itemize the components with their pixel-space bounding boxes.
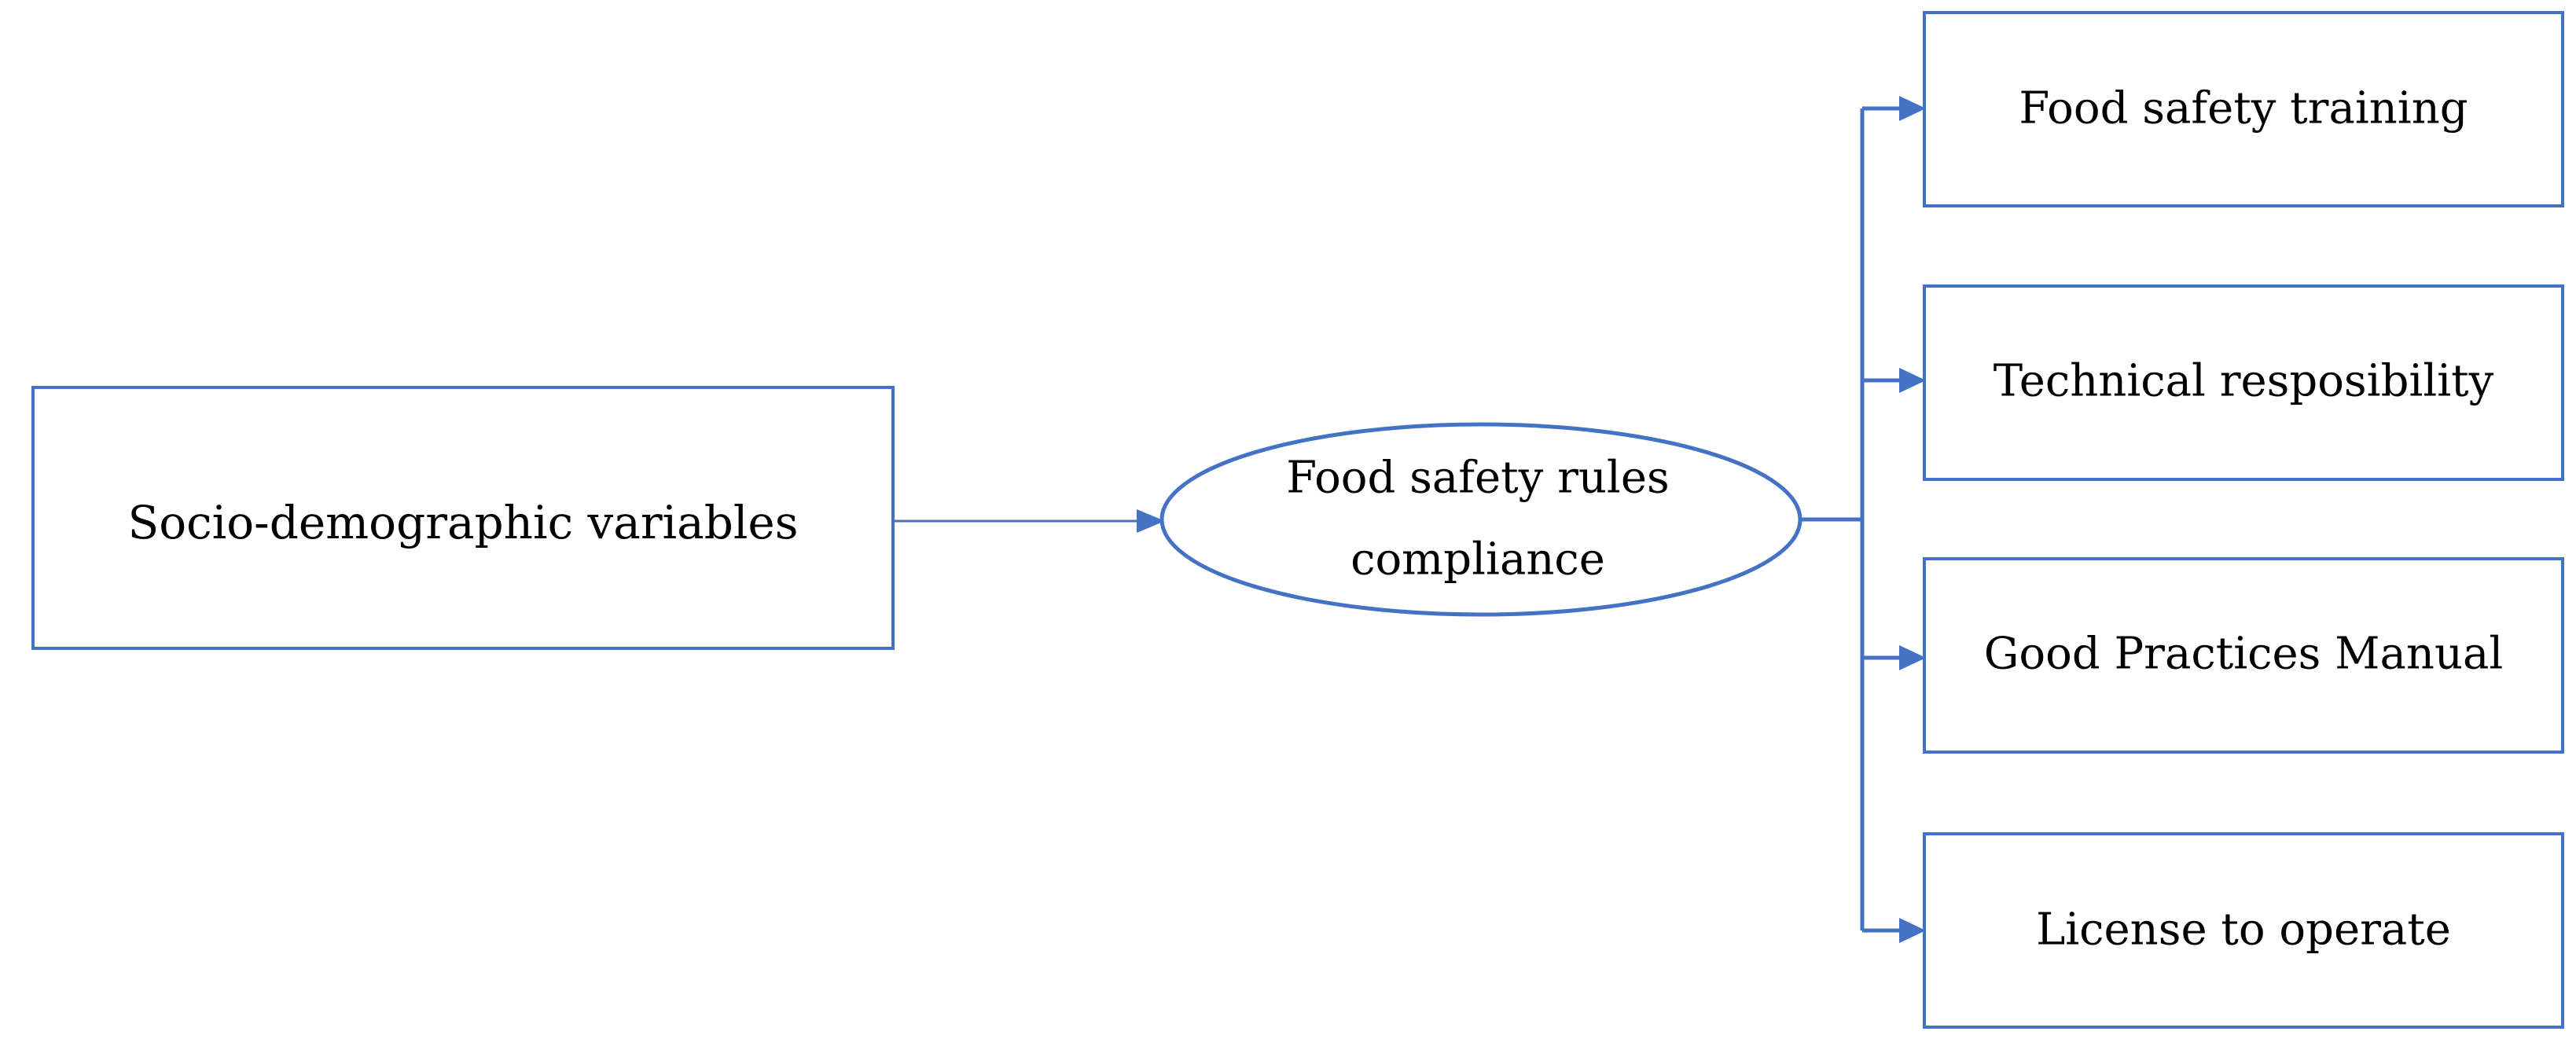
outcome-box-border (1923, 284, 2564, 481)
outcome-box-1: Food safety training (1923, 11, 2564, 207)
outcome-label: Food safety training (2019, 83, 2468, 134)
source-box-border (31, 386, 895, 650)
outcome-label: Good Practices Manual (1984, 629, 2504, 680)
center-node: Food safety rules compliance (1159, 422, 1802, 617)
branch-arrowhead-3 (1899, 645, 1926, 670)
outcome-box-border (1923, 832, 2564, 1029)
center-label-line1: Food safety rules (1286, 453, 1669, 504)
outcome-box-border (1923, 557, 2564, 754)
source-box: Socio-demographic variables (31, 386, 895, 650)
outcome-box-2: Technical resposibility (1923, 284, 2564, 481)
arrowhead-source-to-center (1137, 509, 1165, 533)
source-label: Socio-demographic variables (128, 496, 799, 549)
outcome-label: License to operate (2036, 905, 2451, 956)
outcome-box-3: Good Practices Manual (1923, 557, 2564, 754)
branch-arrowhead-2 (1899, 368, 1926, 393)
branch-arrowhead-4 (1899, 918, 1926, 943)
outcome-box-border (1923, 11, 2564, 207)
outcome-label: Technical resposibility (1994, 356, 2494, 407)
branch-arrowhead-1 (1899, 96, 1926, 121)
center-label-line2: compliance (1350, 534, 1605, 585)
outcome-box-4: License to operate (1923, 832, 2564, 1029)
